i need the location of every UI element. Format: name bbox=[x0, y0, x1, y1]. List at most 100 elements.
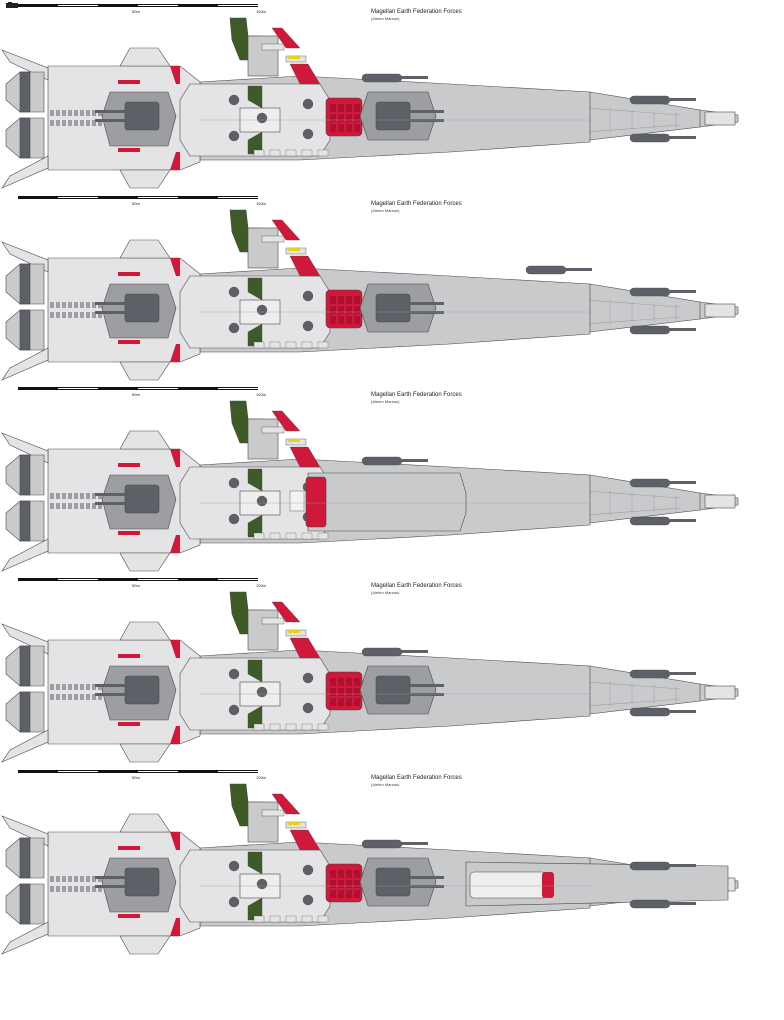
hull-panel bbox=[301, 149, 313, 157]
stern-vent bbox=[74, 493, 78, 499]
scale-segment bbox=[98, 387, 138, 390]
fore-main-turret bbox=[375, 293, 411, 323]
engine-exhaust bbox=[19, 117, 31, 159]
missile-cell bbox=[354, 890, 360, 898]
stern-vent bbox=[56, 493, 60, 499]
fore-gun-barrel bbox=[410, 876, 444, 879]
scale-segment bbox=[58, 4, 98, 7]
scale-segment bbox=[18, 196, 58, 199]
scale-mid-label: 50m bbox=[132, 392, 140, 397]
stern-red-accent bbox=[170, 640, 180, 658]
missile-cell bbox=[338, 306, 344, 314]
stern-vent bbox=[92, 302, 96, 308]
lower-fin bbox=[1, 155, 49, 189]
fore-main-turret bbox=[375, 101, 411, 131]
hull-panel bbox=[285, 149, 297, 157]
secondary-turret bbox=[228, 668, 240, 680]
secondary-turret bbox=[302, 864, 314, 876]
tower-yellow-lights bbox=[288, 248, 300, 251]
bow-tip bbox=[704, 685, 736, 700]
stern-vent bbox=[68, 694, 72, 700]
scale-mid-label: 50m bbox=[132, 583, 140, 588]
stern-vent bbox=[86, 876, 90, 882]
tower-red-accent bbox=[271, 27, 301, 49]
scale-mid-label: 50m bbox=[132, 775, 140, 780]
tower-deck bbox=[261, 43, 285, 51]
bow-cannon bbox=[629, 707, 671, 717]
missile-cell bbox=[346, 104, 352, 112]
missile-cell bbox=[346, 306, 352, 314]
aft-gun-barrel bbox=[95, 302, 125, 305]
scale-segment bbox=[98, 196, 138, 199]
stern-vent bbox=[50, 876, 54, 882]
fore-main-turret bbox=[375, 675, 411, 705]
missile-cell bbox=[330, 306, 336, 314]
engine-exhaust bbox=[19, 454, 31, 496]
bow-cannon bbox=[629, 899, 671, 909]
missile-cell bbox=[354, 296, 360, 304]
missile-cell bbox=[338, 880, 344, 888]
scale-segment bbox=[138, 387, 178, 390]
missile-cell bbox=[354, 870, 360, 878]
scale-segment bbox=[18, 4, 58, 7]
heavy-cannon-barrel bbox=[402, 459, 428, 462]
stern-vent bbox=[98, 312, 102, 318]
scale-segment bbox=[18, 770, 58, 773]
secondary-turret bbox=[228, 704, 240, 716]
stern-vent bbox=[56, 684, 60, 690]
missile-cell bbox=[338, 870, 344, 878]
scale-segment bbox=[218, 387, 258, 390]
tower-red-accent bbox=[289, 63, 321, 85]
hull-panel bbox=[285, 532, 297, 540]
scale-segment bbox=[58, 196, 98, 199]
stern-vent bbox=[92, 120, 96, 126]
ship-drawing bbox=[1, 783, 739, 955]
stern-vent bbox=[62, 120, 66, 126]
ship-drawing bbox=[1, 17, 739, 189]
scale-end-label: 100m bbox=[256, 9, 267, 14]
secondary-turret bbox=[228, 322, 240, 334]
tower-red-accent bbox=[289, 255, 321, 277]
stern-red-accent bbox=[170, 918, 180, 936]
stern-vent bbox=[80, 503, 84, 509]
scale-segment bbox=[178, 770, 218, 773]
stern-vent bbox=[80, 493, 84, 499]
stern-vent bbox=[62, 886, 66, 892]
secondary-turret bbox=[256, 112, 268, 124]
upper-sponson bbox=[119, 621, 171, 641]
hull-panel bbox=[269, 149, 281, 157]
stern-red-stripe bbox=[118, 914, 140, 918]
bow-cannon-barrel bbox=[670, 98, 696, 101]
scale-segment bbox=[98, 578, 138, 581]
ship-title: Magellan Earth Federation Forces bbox=[371, 775, 462, 781]
scale-segment bbox=[58, 770, 98, 773]
upper-sponson bbox=[119, 239, 171, 259]
bow-tip bbox=[704, 111, 736, 126]
secondary-turret bbox=[302, 702, 314, 714]
stern-vent bbox=[50, 493, 54, 499]
stern-red-accent bbox=[170, 726, 180, 744]
scale-segment bbox=[98, 770, 138, 773]
stern-vent bbox=[62, 110, 66, 116]
stern-vent bbox=[92, 493, 96, 499]
hull-panel bbox=[301, 915, 313, 923]
stern-vent bbox=[56, 120, 60, 126]
secondary-turret bbox=[302, 320, 314, 332]
stern-vent bbox=[86, 312, 90, 318]
stern-vent bbox=[86, 120, 90, 126]
missile-cell bbox=[346, 688, 352, 696]
hull-panel bbox=[317, 149, 329, 157]
ship-title: Magellan Earth Federation Forces bbox=[371, 201, 462, 207]
fore-gun-barrel bbox=[410, 684, 444, 687]
stern-vent bbox=[80, 876, 84, 882]
bow-cannon bbox=[629, 478, 671, 488]
missile-cell bbox=[330, 890, 336, 898]
aft-gun-barrel bbox=[95, 119, 125, 122]
stern-vent bbox=[98, 503, 102, 509]
hull-panel bbox=[301, 723, 313, 731]
tower-deck bbox=[261, 426, 285, 434]
stern-red-accent bbox=[170, 535, 180, 553]
